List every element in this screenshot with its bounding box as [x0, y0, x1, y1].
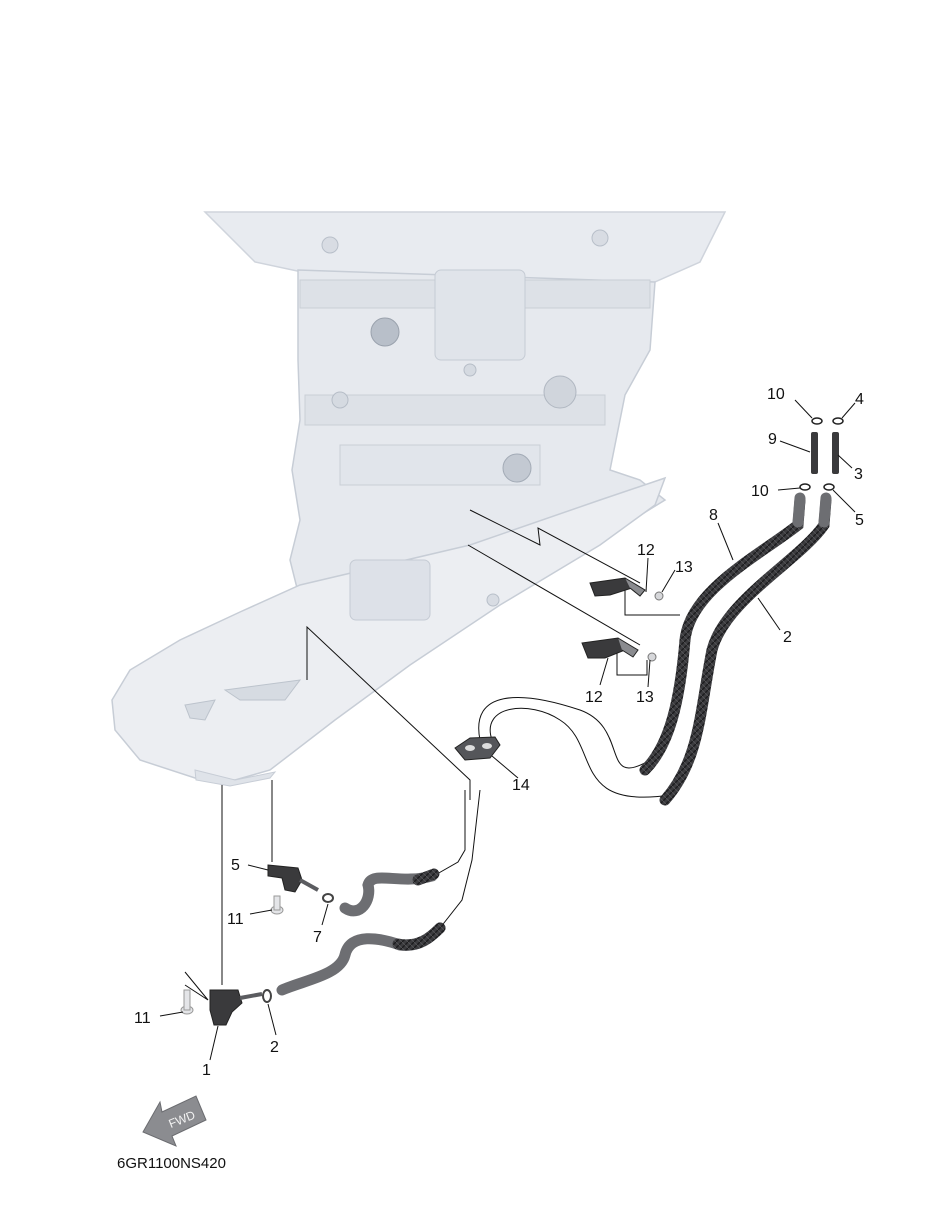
hose-lower — [276, 922, 446, 996]
callout-7: 7 — [313, 929, 322, 946]
callout-11-lower: 11 — [134, 1010, 151, 1027]
callout-12-lower: 12 — [585, 689, 603, 706]
callout-2: 2 — [270, 1039, 279, 1056]
callout-5-lower: 5 — [855, 512, 864, 529]
callout-1: 1 — [202, 1062, 211, 1079]
callout-14: 14 — [512, 777, 530, 794]
clip-5-upper — [832, 417, 844, 425]
small-parts — [180, 417, 844, 1026]
callout-11-upper: 11 — [227, 911, 244, 928]
callout-10-upper: 10 — [767, 386, 785, 403]
bolt-13-lower — [647, 652, 657, 662]
bolt-13-upper — [654, 591, 664, 601]
callout-4: 3 — [854, 466, 863, 483]
hose-8 — [639, 494, 806, 776]
callout-8: 8 — [709, 507, 718, 524]
clamp-12-lower — [581, 637, 626, 659]
callout-10-lower: 10 — [751, 483, 769, 500]
bolt-11-lower — [180, 989, 194, 1015]
fitting-9 — [811, 432, 818, 474]
fitting-1 — [209, 989, 243, 1026]
callout-13-lower: 13 — [636, 689, 654, 706]
fwd-arrow-icon: FWD — [142, 1095, 207, 1147]
fitting-6 — [267, 864, 303, 893]
bolt-11-upper — [270, 895, 284, 915]
o-ring-2 — [262, 989, 272, 1003]
callout-3: 2 — [783, 629, 792, 646]
lower-casing-housing — [111, 211, 727, 787]
callout-labels: 10 4 9 3 10 5 8 2 12 13 12 13 14 5 7 11 … — [134, 386, 864, 1079]
callout-9: 9 — [768, 431, 777, 448]
clip-10-lower — [799, 483, 811, 491]
callout-5-upper: 4 — [855, 391, 864, 408]
callout-6: 5 — [231, 857, 240, 874]
braided-hoses — [276, 492, 832, 996]
callout-leaders — [159, 399, 856, 1061]
fitting-4 — [832, 432, 839, 474]
diagram-code: 6GR1100NS420 — [117, 1155, 226, 1172]
callout-13-upper: 13 — [675, 559, 693, 576]
o-ring-7 — [322, 893, 334, 903]
clamp-12-upper — [589, 577, 633, 597]
callout-12-upper: 12 — [637, 542, 655, 559]
grommet-14 — [454, 736, 501, 761]
hose-lower-upper — [339, 870, 438, 917]
clip-10-upper — [811, 417, 823, 425]
clip-5-lower — [823, 483, 835, 491]
phantom-lines — [184, 509, 680, 1001]
hose-3 — [659, 494, 832, 806]
